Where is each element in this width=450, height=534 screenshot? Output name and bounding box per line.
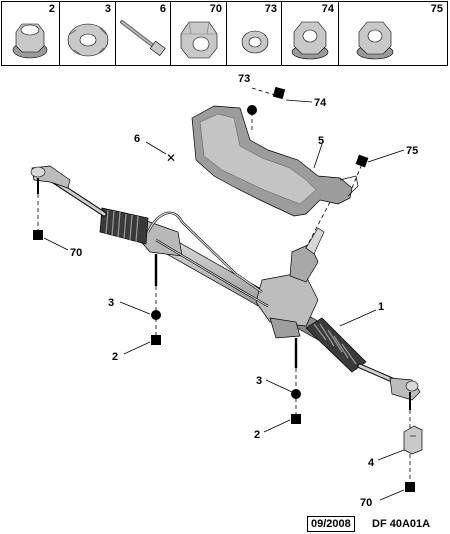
part-cell-6[interactable]: 6 — [116, 2, 171, 65]
washer-icon — [67, 23, 109, 57]
callout-3-right: 3 — [256, 375, 262, 387]
callout-70-right: 70 — [360, 497, 372, 509]
right-bellows-boot[interactable] — [305, 317, 367, 373]
marker-75 — [355, 154, 369, 168]
part-number: 6 — [159, 3, 166, 15]
footer-code: DF 40A01A — [372, 518, 431, 530]
hex-nut-icon — [356, 21, 394, 60]
right-tie-rod[interactable] — [357, 363, 421, 410]
part-number: 3 — [104, 3, 111, 15]
hex-nut-icon — [291, 21, 329, 60]
part-number: 73 — [264, 3, 277, 15]
callout-3-left: 3 — [108, 297, 114, 309]
part-number: 2 — [48, 3, 55, 15]
steering-rack-diagram: ✕ 73 74 6 5 75 70 1 3 2 3 2 4 70 — [30, 73, 423, 509]
marker-3a — [151, 310, 161, 320]
callout-74: 74 — [314, 97, 327, 109]
part-cell-75[interactable]: 75 — [339, 2, 447, 65]
marker-70a — [33, 230, 43, 240]
callout-73: 73 — [238, 73, 250, 85]
parts-strip: 2 3 6 70 73 — [1, 1, 448, 66]
part-number: 70 — [209, 3, 222, 15]
callout-75: 75 — [406, 145, 418, 157]
callout-70-left: 70 — [70, 247, 82, 259]
callout-2-right: 2 — [254, 429, 260, 441]
marker-3b — [291, 389, 301, 399]
steering-rack[interactable] — [137, 211, 331, 343]
marker-70b — [405, 482, 415, 492]
markers: ✕ — [33, 86, 415, 492]
leader-lines — [43, 99, 405, 501]
callout-6: 6 — [134, 133, 140, 145]
flange-nut-icon — [12, 23, 48, 59]
marker-6: ✕ — [166, 151, 176, 165]
bolt-icon — [120, 20, 166, 57]
flat-washer-icon — [241, 30, 269, 54]
part-number: 75 — [430, 3, 443, 15]
marker-74 — [272, 86, 286, 100]
callout-2-left: 2 — [112, 351, 118, 363]
marker-2a — [151, 335, 161, 345]
part-cell-74[interactable]: 74 — [282, 2, 339, 65]
part-cell-70[interactable]: 70 — [171, 2, 227, 65]
marker-73 — [247, 105, 257, 115]
left-bellows-boot[interactable] — [99, 207, 149, 245]
part-cell-2[interactable]: 2 — [2, 2, 60, 65]
callout-4: 4 — [368, 457, 375, 469]
callout-1: 1 — [378, 301, 384, 313]
part-cell-3[interactable]: 3 — [60, 2, 116, 65]
left-tie-rod[interactable] — [30, 165, 107, 217]
marker-2b — [291, 414, 301, 424]
part-number: 74 — [321, 3, 334, 15]
callout-5: 5 — [318, 135, 324, 147]
heat-shield[interactable] — [191, 105, 359, 217]
footer-date: 09/2008 — [307, 516, 355, 532]
bracket[interactable] — [403, 425, 423, 455]
nut-icon — [180, 21, 218, 59]
part-cell-73[interactable]: 73 — [227, 2, 282, 65]
